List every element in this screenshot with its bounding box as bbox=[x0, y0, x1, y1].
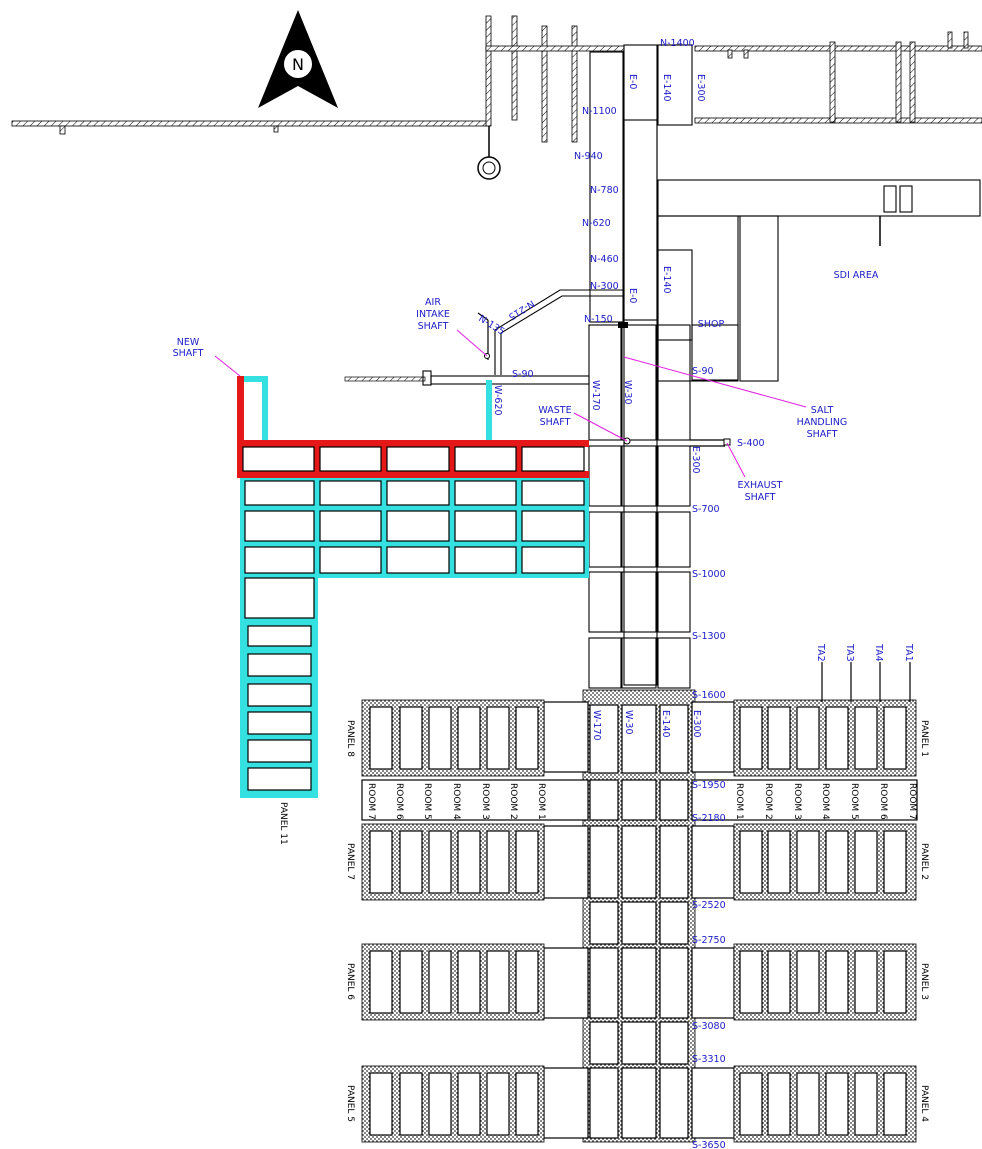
drift-label-n215: N-215 bbox=[506, 297, 536, 322]
panel-1-label: PANEL 1 bbox=[919, 720, 929, 757]
drift-label-s2180: S-2180 bbox=[692, 813, 726, 824]
drift-label-n460: N-460 bbox=[590, 254, 619, 265]
drift-label-w30-mid: W-30 bbox=[622, 380, 633, 405]
salt-handling-label-1: SALT bbox=[811, 405, 834, 416]
drift-label-e300-south: E-300 bbox=[691, 710, 702, 738]
salt-handling-label-2: HANDLING bbox=[797, 417, 848, 428]
drift-label-n1100: N-1100 bbox=[582, 106, 617, 117]
drift-label-s90-west: S-90 bbox=[512, 369, 534, 380]
room-label-e6: ROOM 6 bbox=[878, 783, 888, 820]
drift-label-s2520: S-2520 bbox=[692, 900, 726, 911]
panel-5-label: PANEL 5 bbox=[345, 1085, 355, 1122]
drift-label-n150: N-150 bbox=[584, 314, 613, 325]
exhaust-shaft-label-1: EXHAUST bbox=[738, 480, 783, 491]
drift-label-s1950: S-1950 bbox=[692, 780, 726, 791]
ta2-label: TA2 bbox=[815, 643, 826, 662]
drift-label-e140-mid: E-140 bbox=[661, 266, 672, 294]
panel-2-label: PANEL 2 bbox=[919, 843, 929, 880]
air-intake-drift bbox=[477, 289, 624, 375]
drift-label-n780: N-780 bbox=[590, 185, 619, 196]
north-arrow-letter: N bbox=[292, 55, 304, 74]
panel-3-label: PANEL 3 bbox=[919, 963, 929, 1000]
north-area-drifts bbox=[477, 15, 982, 180]
ta4-label: TA4 bbox=[873, 643, 884, 662]
drift-label-e300-north: E-300 bbox=[695, 74, 706, 102]
room-label-e4: ROOM 4 bbox=[820, 783, 830, 820]
drift-label-w620: W-620 bbox=[492, 385, 503, 416]
room-label-w5: ROOM 5 bbox=[422, 783, 432, 820]
drift-label-s3310: S-3310 bbox=[692, 1054, 726, 1065]
drift-label-s90-east: S-90 bbox=[692, 366, 714, 377]
drift-label-s700: S-700 bbox=[692, 504, 720, 515]
s90-west-drift bbox=[344, 370, 590, 386]
air-intake-label-2: INTAKE bbox=[416, 309, 450, 320]
room-label-w3: ROOM 3 bbox=[480, 783, 490, 820]
ta1-label: TA1 bbox=[903, 643, 914, 662]
room-label-w7: ROOM 7 bbox=[366, 783, 376, 820]
room-labels: ROOM 7 ROOM 6 ROOM 5 ROOM 4 ROOM 3 ROOM … bbox=[366, 783, 917, 820]
room-label-w2: ROOM 2 bbox=[508, 783, 518, 820]
new-shaft-label-2: SHAFT bbox=[173, 348, 204, 359]
drift-label-e0-mid: E-0 bbox=[627, 288, 638, 303]
main-drifts-north bbox=[589, 44, 981, 686]
room-label-e5: ROOM 5 bbox=[849, 783, 859, 820]
room-label-e7: ROOM 7 bbox=[907, 783, 917, 820]
new-excavation-red bbox=[237, 376, 589, 478]
room-label-e1: ROOM 1 bbox=[734, 783, 744, 820]
panel-labels: PANEL 1 PANEL 2 PANEL 3 PANEL 4 PANEL 5 … bbox=[278, 720, 929, 1122]
waste-shaft-label-2: SHAFT bbox=[540, 417, 571, 428]
ta3-label: TA3 bbox=[844, 643, 855, 662]
drift-label-e140-south: E-140 bbox=[660, 710, 671, 738]
new-shaft-label-1: NEW bbox=[177, 337, 200, 348]
test-alcove-labels: TA2 TA3 TA4 TA1 bbox=[815, 643, 914, 662]
shop-label: SHOP bbox=[698, 319, 725, 330]
panels-east bbox=[733, 662, 917, 1143]
south-main-drifts bbox=[361, 689, 918, 1143]
room-label-w4: ROOM 4 bbox=[451, 783, 461, 820]
panel-4-label: PANEL 4 bbox=[919, 1085, 929, 1122]
room-label-e2: ROOM 2 bbox=[763, 783, 773, 820]
waste-shaft-label-1: WASTE bbox=[538, 405, 571, 416]
drift-label-n620: N-620 bbox=[582, 218, 611, 229]
west-access-drift bbox=[11, 117, 982, 135]
exhaust-shaft-label-2: SHAFT bbox=[745, 492, 776, 503]
panel-11-label: PANEL 11 bbox=[278, 802, 288, 845]
room-label-w1: ROOM 1 bbox=[536, 783, 546, 820]
south-drift-labels: S-90 S-90 S-400 S-700 S-1000 S-1300 S-16… bbox=[512, 366, 765, 1149]
drift-label-s3650: S-3650 bbox=[692, 1140, 726, 1149]
north-arrow: N bbox=[258, 10, 338, 108]
drift-label-e140-north: E-140 bbox=[661, 74, 672, 102]
air-intake-label-1: AIR bbox=[425, 297, 441, 308]
drift-label-s1600: S-1600 bbox=[692, 690, 726, 701]
panel-7-label: PANEL 7 bbox=[345, 843, 355, 880]
room-label-e3: ROOM 3 bbox=[792, 783, 802, 820]
ew-drift-labels: E-0 E-140 E-300 E-140 E-0 W-620 W-170 W-… bbox=[492, 74, 706, 741]
drift-label-w170-south: W-170 bbox=[591, 710, 602, 741]
drift-label-w30-south: W-30 bbox=[623, 710, 634, 735]
salt-handling-label-3: SHAFT bbox=[807, 429, 838, 440]
drift-label-s400: S-400 bbox=[737, 438, 765, 449]
sdi-area-label: SDI AREA bbox=[834, 270, 879, 281]
drift-label-n1400: N-1400 bbox=[660, 38, 695, 49]
air-intake-label-3: SHAFT bbox=[418, 321, 449, 332]
drift-label-s1300: S-1300 bbox=[692, 631, 726, 642]
leader-lines bbox=[214, 329, 807, 478]
drift-label-n300: N-300 bbox=[590, 281, 619, 292]
room-label-w6: ROOM 6 bbox=[394, 783, 404, 820]
drift-label-s1000: S-1000 bbox=[692, 569, 726, 580]
drift-label-w170-mid: W-170 bbox=[590, 380, 601, 411]
drift-label-e300-mid: E-300 bbox=[690, 446, 701, 474]
panel-6-label: PANEL 6 bbox=[345, 963, 355, 1000]
planned-cyan bbox=[240, 376, 589, 798]
shaft-labels: NEW SHAFT AIR INTAKE SHAFT WASTE SHAFT S… bbox=[173, 270, 879, 503]
panel-8-label: PANEL 8 bbox=[345, 720, 355, 757]
panels-west bbox=[361, 699, 545, 1143]
drift-label-n135: N-135 bbox=[476, 313, 506, 338]
drift-label-e0-north: E-0 bbox=[627, 74, 638, 89]
drift-label-s2750: S-2750 bbox=[692, 935, 726, 946]
drift-label-s3080: S-3080 bbox=[692, 1021, 726, 1032]
drift-label-n940: N-940 bbox=[574, 151, 603, 162]
